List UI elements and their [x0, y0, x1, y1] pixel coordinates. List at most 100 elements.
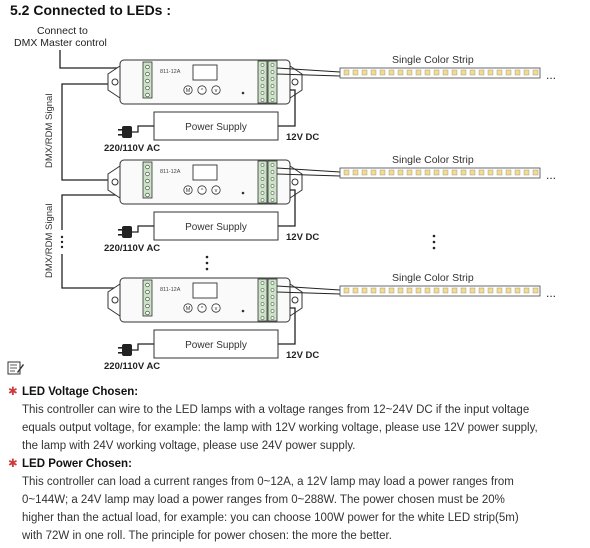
- plug-body: [122, 126, 132, 138]
- wiring-diagram: Connect to DMX Master control DMX/RDM Si…: [14, 25, 556, 372]
- screw-hole: [111, 178, 119, 186]
- terminal-screw: [260, 281, 265, 285]
- power-supply-box: [153, 211, 279, 241]
- terminal-screw: [260, 84, 265, 88]
- output-terminal-block: [267, 60, 278, 104]
- led-chip: [505, 169, 512, 176]
- terminal-screw: [145, 303, 150, 309]
- led-chip: [424, 169, 431, 176]
- output-terminal-block: [257, 160, 268, 204]
- terminal-screw: [145, 289, 150, 295]
- led-chip: [451, 287, 458, 294]
- led-chip: [397, 169, 404, 176]
- terminal-screw: [270, 316, 275, 320]
- master-label-line2: DMX Master control: [14, 37, 107, 49]
- screw-hole: [291, 178, 299, 186]
- terminal-screw: [270, 163, 275, 167]
- terminal-screw: [145, 310, 150, 316]
- controller-button-label: ^: [201, 188, 204, 194]
- led-chip: [451, 69, 458, 76]
- terminal-screw: [260, 63, 265, 67]
- note-power-line: This controller can load a current range…: [22, 476, 514, 488]
- section-heading: 5.2 Connected to LEDs :: [10, 2, 172, 18]
- asterisk-icon: ✱: [8, 386, 18, 398]
- controller-button: [211, 185, 221, 195]
- led-chip: [505, 287, 512, 294]
- terminal-screw: [270, 170, 275, 174]
- led-chip: [361, 287, 368, 294]
- terminal-screw: [270, 288, 275, 292]
- plug-pin: [118, 134, 122, 136]
- terminal-screw: [260, 184, 265, 188]
- controller-button-label: ^: [201, 88, 204, 94]
- led-chip: [532, 287, 539, 294]
- controller-button-label: M: [186, 306, 191, 312]
- note-icon: [7, 360, 25, 381]
- screw-hole: [111, 78, 119, 86]
- terminal-screw: [260, 177, 265, 181]
- strip-label: Single Color Strip: [392, 54, 474, 66]
- controller-display: [192, 64, 218, 81]
- controller-button: [197, 185, 207, 195]
- terminal-screw: [270, 198, 275, 202]
- led-chip: [469, 69, 476, 76]
- led-chip: [496, 169, 503, 176]
- continuation-dots: [60, 234, 436, 271]
- led-chip: [442, 169, 449, 176]
- led-strip: [339, 167, 541, 179]
- led-chip: [352, 169, 359, 176]
- output-wire: [276, 291, 341, 295]
- plug-pin: [118, 347, 122, 349]
- led-chip: [433, 287, 440, 294]
- led-chip: [487, 69, 494, 76]
- controller-body: [119, 59, 291, 105]
- controller-button: [197, 303, 207, 313]
- led-chip: [460, 169, 467, 176]
- screw-hole: [291, 296, 299, 304]
- ac-cord: [132, 225, 154, 233]
- led-chip: [496, 69, 503, 76]
- terminal-screw: [145, 192, 150, 198]
- note-power: ✱LED Power Chosen: This controller can l…: [8, 455, 583, 545]
- terminal-screw: [270, 63, 275, 67]
- note-voltage: ✱LED Voltage Chosen: This controller can…: [8, 383, 583, 455]
- note-power-title: LED Power Chosen:: [22, 458, 132, 470]
- terminal-screw: [270, 184, 275, 188]
- output-terminal-block: [257, 60, 268, 104]
- led-chip: [343, 287, 350, 294]
- led-chip: [487, 287, 494, 294]
- strip-label: Single Color Strip: [392, 154, 474, 166]
- note-voltage-title: LED Voltage Chosen:: [22, 386, 139, 398]
- led-chip: [442, 287, 449, 294]
- dc-voltage-label: 12V DC: [286, 232, 319, 243]
- notes: ✱ LED Voltage Chosen: This controller can…: [8, 383, 583, 545]
- terminal-screw: [260, 98, 265, 102]
- output-terminal-block: [267, 278, 278, 322]
- led-chip: [406, 287, 413, 294]
- status-led: [241, 91, 245, 95]
- ac-voltage-label: 220/110V AC: [104, 143, 160, 154]
- led-chip: [514, 69, 521, 76]
- controller-button-label: M: [186, 188, 191, 194]
- controller-body: [119, 159, 291, 205]
- note-power-line: 0~144W; a 24V lamp may load a power rang…: [22, 494, 505, 506]
- terminal-screw: [260, 77, 265, 81]
- led-chip: [388, 287, 395, 294]
- controller-button-label: ^: [201, 306, 204, 312]
- power-supply-label: Power Supply: [185, 122, 247, 133]
- power-supply-label: Power Supply: [185, 340, 247, 351]
- terminal-screw: [260, 163, 265, 167]
- terminal-screw: [260, 170, 265, 174]
- led-strip: [339, 67, 541, 79]
- led-chip: [379, 69, 386, 76]
- signal-label-upper: DMX/RDM Signal: [44, 94, 55, 168]
- terminal-screw: [270, 309, 275, 313]
- output-terminal-block: [257, 278, 268, 322]
- led-chip: [505, 69, 512, 76]
- terminal-screw: [145, 78, 150, 84]
- led-chip: [532, 69, 539, 76]
- terminal-screw: [260, 288, 265, 292]
- controller-body: [119, 277, 291, 323]
- note-voltage-line: the lamp with 24V working voltage, pleas…: [22, 440, 356, 452]
